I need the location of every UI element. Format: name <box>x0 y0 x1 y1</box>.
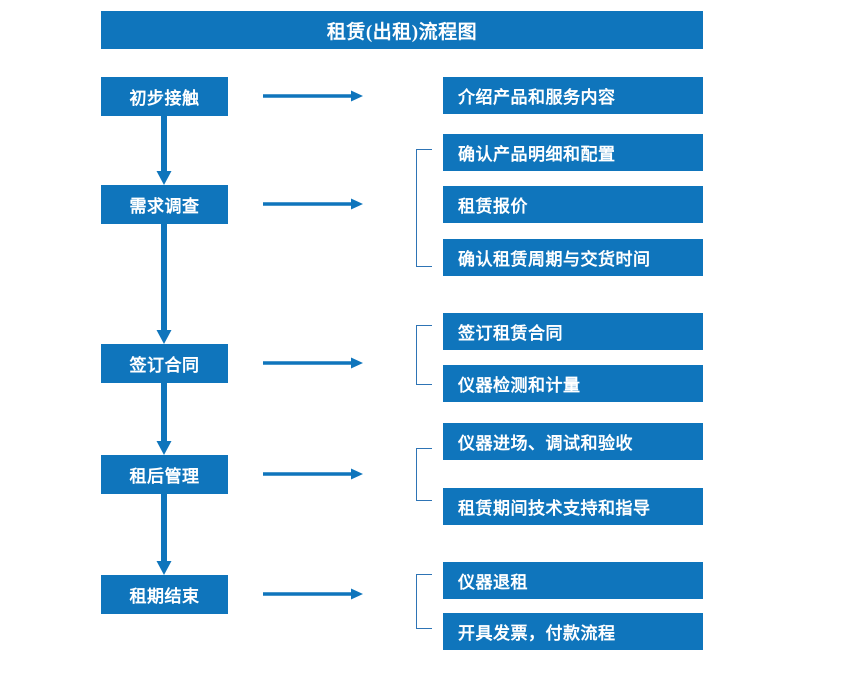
group-bracket-qiandinghetong <box>416 325 432 385</box>
group-bracket-xuqiudiaocha <box>416 149 432 267</box>
stage-box-xuqiudiaocha[interactable]: 需求调查 <box>101 185 228 224</box>
arrow-right-chubujiechu <box>263 90 363 102</box>
detail-box-querenchanpinmingxi[interactable]: 确认产品明细和配置 <box>443 134 703 171</box>
diagram-title: 租赁(出租)流程图 <box>101 11 703 49</box>
detail-box-querenzulinzhouqi[interactable]: 确认租赁周期与交货时间 <box>443 239 703 276</box>
stage-box-qiandinghetong[interactable]: 签订合同 <box>101 344 228 383</box>
detail-box-yiqituizu[interactable]: 仪器退租 <box>443 562 703 599</box>
stage-box-zuqijieshu[interactable]: 租期结束 <box>101 575 228 614</box>
arrow-down-chubujiechu-to-xuqiudiaocha <box>156 116 172 185</box>
detail-box-zulinbaojia[interactable]: 租赁报价 <box>443 186 703 223</box>
arrow-right-qiandinghetong <box>263 357 363 369</box>
group-bracket-zuhouguanli <box>416 448 432 501</box>
arrow-right-zuqijieshu <box>263 588 363 600</box>
detail-box-yiqijinchang[interactable]: 仪器进场、调试和验收 <box>443 423 703 460</box>
detail-box-zulinqijianjishu[interactable]: 租赁期间技术支持和指导 <box>443 488 703 525</box>
arrow-down-qiandinghetong-to-zuhouguanli <box>156 383 172 455</box>
stage-box-zuhouguanli[interactable]: 租后管理 <box>101 455 228 494</box>
arrow-right-zuhouguanli <box>263 468 363 480</box>
arrow-down-zuhouguanli-to-zuqijieshu <box>156 494 172 575</box>
stage-box-chubujiechu[interactable]: 初步接触 <box>101 77 228 116</box>
arrow-down-xuqiudiaocha-to-qiandinghetong <box>156 224 172 344</box>
detail-box-jieshaochanpin[interactable]: 介绍产品和服务内容 <box>443 77 703 114</box>
arrow-right-xuqiudiaocha <box>263 198 363 210</box>
detail-box-yiqijianceheliliang[interactable]: 仪器检测和计量 <box>443 365 703 402</box>
group-bracket-zuqijieshu <box>416 574 432 629</box>
detail-box-kaijufapiao[interactable]: 开具发票，付款流程 <box>443 613 703 650</box>
detail-box-qiandingzulinhetong[interactable]: 签订租赁合同 <box>443 313 703 350</box>
